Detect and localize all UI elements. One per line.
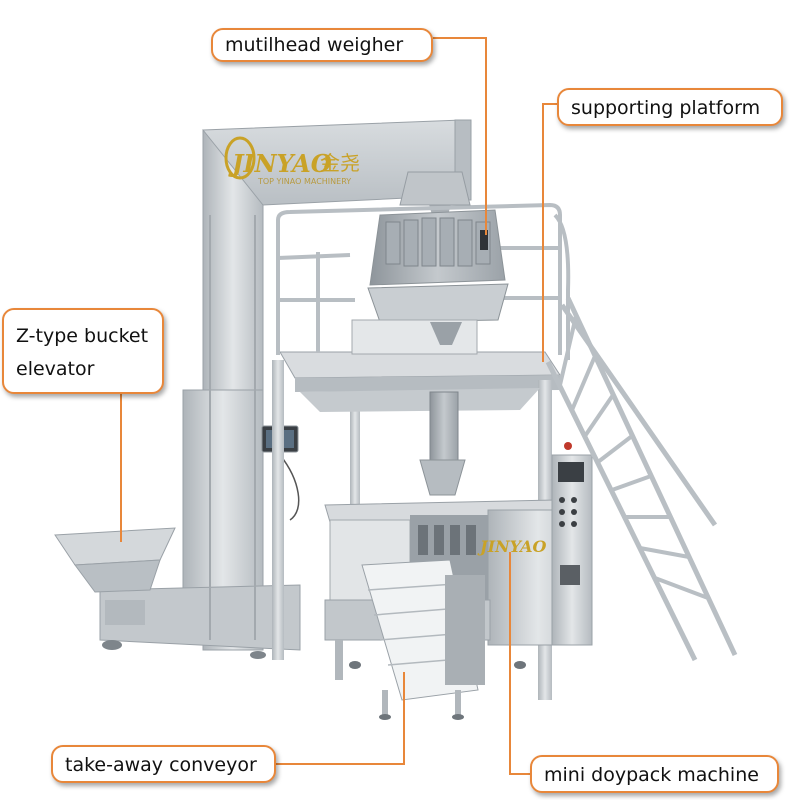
discharge-chute [419,391,466,496]
conveyor-leader [276,672,405,765]
callout-multihead-weigher: mutilhead weigher [211,28,433,62]
doypack-leader [509,552,530,775]
callout-elevator-line1: Z-type bucket [16,325,149,347]
leader-lines [120,37,557,775]
callout-z-type-bucket-elevator: Z-type bucket elevator [2,308,164,394]
logo-brand: JINYAO [228,149,332,178]
callout-mini-doypack-machine: mini doypack machine [530,755,779,793]
platform-leader [542,103,557,362]
access-ladder [545,296,738,662]
callout-supporting-platform: supporting platform [557,88,783,126]
weigher-leader [433,37,487,235]
callout-conveyor-label: take-away conveyor [65,754,257,776]
logo-cn: 金尧 [320,151,360,175]
callout-doypack-label: mini doypack machine [544,764,759,786]
logo-tagline: TOP YINAO MACHINERY [257,177,351,186]
take-away-conveyor [361,559,485,720]
brand-logo: JINYAO 金尧 TOP YINAO MACHINERY [224,136,360,186]
callout-elevator-line2: elevator [16,358,95,380]
svg-text:JINYAO: JINYAO [477,537,546,556]
z-type-bucket-elevator [54,119,472,659]
callout-weigher-label: mutilhead weigher [225,34,404,56]
callout-platform-label: supporting platform [571,97,761,119]
callout-take-away-conveyor: take-away conveyor [51,745,276,783]
